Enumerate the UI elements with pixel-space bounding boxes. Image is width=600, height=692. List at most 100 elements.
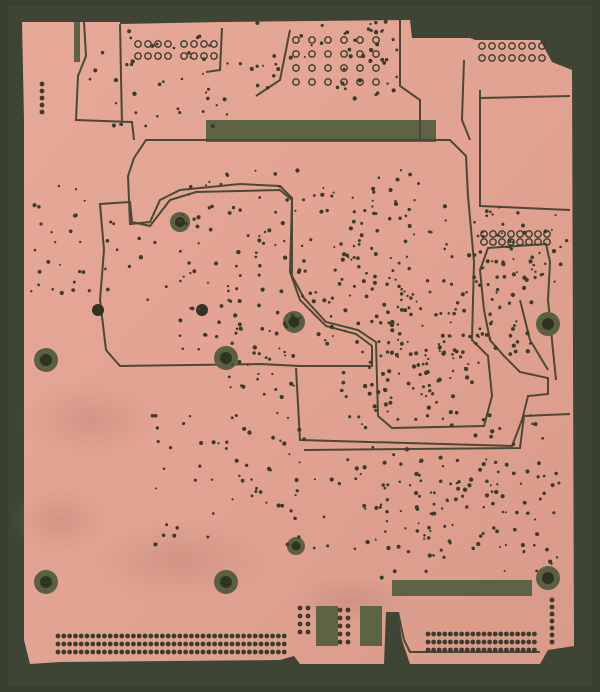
- header-pin: [549, 625, 555, 631]
- header-pin: [481, 639, 487, 645]
- via: [226, 62, 229, 65]
- via: [474, 280, 478, 284]
- header-pin: [509, 631, 515, 637]
- via: [411, 386, 415, 390]
- via: [225, 113, 229, 116]
- header-pin: [160, 633, 165, 639]
- via: [429, 529, 432, 533]
- via: [438, 455, 443, 460]
- via: [362, 503, 367, 508]
- ring-pad: [190, 40, 198, 48]
- ring-pad: [340, 64, 348, 72]
- header-pin: [148, 649, 154, 655]
- header-pin: [67, 641, 72, 647]
- via: [274, 331, 279, 336]
- via: [333, 245, 336, 249]
- via: [297, 427, 302, 432]
- via: [150, 413, 155, 418]
- via: [488, 337, 492, 340]
- via: [424, 354, 427, 357]
- via: [196, 307, 201, 312]
- via: [396, 544, 401, 549]
- via: [522, 500, 527, 505]
- ring-pad: [534, 230, 542, 238]
- via: [374, 538, 377, 541]
- via: [443, 524, 447, 528]
- via: [525, 512, 529, 515]
- via: [462, 487, 468, 492]
- via: [399, 510, 402, 513]
- via: [205, 96, 210, 101]
- header-pin: [136, 649, 142, 655]
- via: [449, 482, 453, 486]
- via: [130, 59, 135, 64]
- header-pin: [160, 641, 165, 647]
- via: [434, 312, 438, 317]
- via: [161, 533, 166, 537]
- via: [187, 193, 190, 196]
- header-pin: [281, 633, 287, 639]
- header-pin: [218, 649, 223, 655]
- via: [238, 474, 241, 478]
- header-pin: [549, 639, 555, 645]
- via: [331, 334, 334, 338]
- via: [371, 205, 374, 208]
- header-pin: [425, 647, 431, 653]
- ring-pad: [518, 42, 526, 50]
- via: [444, 219, 447, 222]
- via: [362, 383, 368, 389]
- via: [398, 216, 402, 221]
- via: [348, 294, 351, 297]
- via: [432, 511, 437, 516]
- via: [512, 258, 515, 261]
- header-pin: [459, 639, 464, 645]
- via: [290, 313, 295, 318]
- header-pin: [264, 641, 270, 647]
- via: [112, 222, 116, 226]
- ring-pad: [324, 50, 332, 58]
- via: [178, 218, 183, 223]
- header-pin: [492, 631, 498, 637]
- via: [264, 356, 268, 360]
- header-pin: [487, 631, 492, 637]
- via: [154, 487, 157, 490]
- via: [312, 546, 316, 550]
- via: [490, 320, 494, 323]
- via: [156, 115, 159, 118]
- via: [274, 243, 277, 247]
- via: [521, 223, 525, 228]
- header-pin: [131, 649, 136, 655]
- header-pin: [218, 641, 223, 647]
- via: [373, 30, 379, 35]
- via: [260, 327, 265, 331]
- via: [557, 481, 561, 485]
- via: [372, 280, 377, 285]
- via: [507, 301, 512, 305]
- via: [37, 204, 41, 209]
- via: [109, 220, 113, 224]
- via: [552, 511, 556, 515]
- via: [408, 172, 413, 177]
- header-pin: [171, 633, 177, 639]
- ring-pad: [356, 64, 364, 72]
- via: [490, 490, 494, 494]
- via: [481, 417, 486, 422]
- via: [480, 332, 485, 336]
- header-pin: [183, 649, 189, 655]
- copper-smudge: [10, 485, 110, 555]
- via: [276, 503, 281, 508]
- via: [390, 319, 395, 325]
- via: [412, 233, 416, 236]
- via: [359, 473, 362, 476]
- header-pin: [223, 649, 229, 655]
- notch-top-left: [74, 22, 80, 62]
- via: [234, 413, 238, 418]
- via: [329, 477, 334, 482]
- via: [360, 423, 364, 426]
- ring-pad: [489, 238, 497, 246]
- via: [461, 350, 465, 354]
- header-pin: [189, 641, 194, 647]
- via: [449, 321, 452, 324]
- via: [132, 91, 137, 96]
